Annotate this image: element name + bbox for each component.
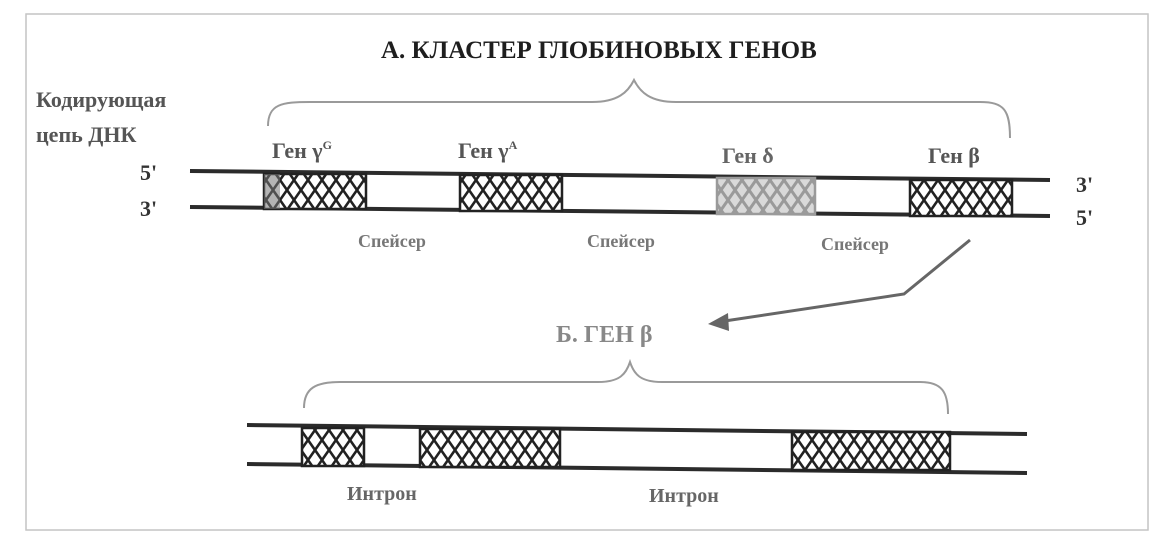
- gene-beta-strand-bottom: [246, 462, 1028, 475]
- dna-strand-top: [189, 169, 1051, 182]
- strand-end-right-top: 3': [1076, 172, 1093, 197]
- gene-beta-block: [908, 178, 1014, 218]
- gene-gamma-g-block: [262, 172, 368, 211]
- gene-beta-label: Ген β: [928, 143, 980, 168]
- strand-end-left-bottom: 3': [140, 196, 157, 221]
- intron-label-2: Интрон: [649, 485, 719, 507]
- gene-gamma-g-superscript: G: [323, 138, 332, 152]
- spacer-label-2: Спейсер: [587, 231, 655, 251]
- gene-delta-label: Ген δ: [722, 143, 774, 168]
- exon-block-3: [790, 430, 952, 472]
- gene-delta-block: [715, 176, 817, 216]
- spacer-label-3: Спейсер: [821, 234, 889, 254]
- cluster-brace: [267, 77, 1011, 139]
- beta-gene-arrow: [717, 238, 971, 324]
- coding-strand-label-line2: цепь ДНК: [36, 122, 136, 147]
- gene-gamma-g-label: Ген γG: [272, 138, 332, 163]
- gene-beta-title: Б. ГЕН β: [556, 322, 652, 348]
- gene-gamma-a-label: Ген γA: [458, 138, 518, 163]
- spacer-label-1: Спейсер: [358, 231, 426, 251]
- coding-strand-label-line1: Кодирующая: [36, 87, 166, 112]
- figure-frame: [25, 13, 1149, 531]
- strand-end-left-top: 5': [140, 160, 157, 185]
- strand-end-right-bottom: 5': [1076, 205, 1093, 230]
- intron-label-1: Интрон: [347, 483, 417, 505]
- beta-gene-arrowhead: [708, 313, 729, 331]
- gene-gamma-a-block: [458, 173, 564, 213]
- gene-beta-brace: [303, 358, 949, 415]
- exon-block-1: [300, 426, 366, 468]
- exon-block-2: [418, 427, 562, 469]
- gene-gamma-a-superscript: A: [509, 138, 518, 152]
- cluster-title: А. КЛАСТЕР ГЛОБИНОВЫХ ГЕНОВ: [381, 37, 817, 64]
